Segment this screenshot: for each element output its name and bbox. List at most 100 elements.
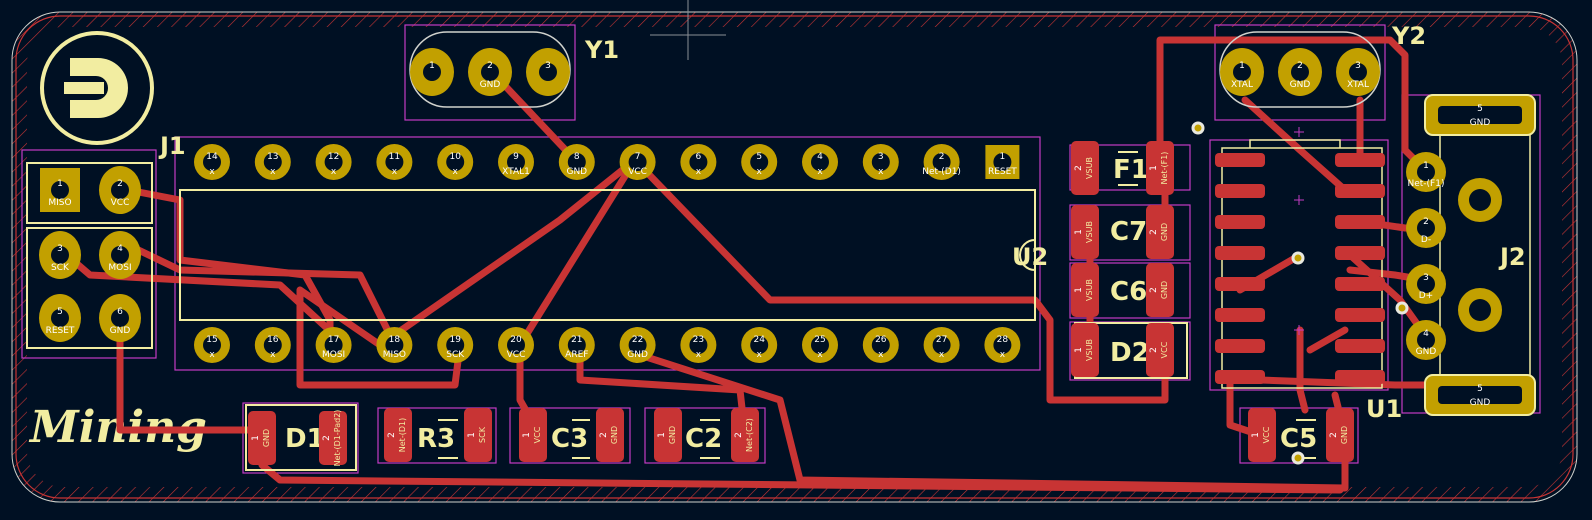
u2-pad-16[interactable]: 16x — [254, 327, 291, 363]
u1-pad-right[interactable] — [1335, 184, 1385, 198]
u2-pad-25[interactable]: 25x — [802, 327, 838, 363]
pad-number: 5 — [756, 152, 762, 162]
u2-pad-14[interactable]: 14x — [194, 144, 230, 180]
u2-pad-26[interactable]: 26 x — [862, 327, 899, 363]
ref-u1: U1 — [1366, 395, 1402, 423]
pad-net-label: x — [878, 350, 884, 360]
pad-number: 24 — [753, 335, 765, 345]
pad-number: 5 — [1477, 104, 1483, 114]
j2-pad-2[interactable]: 2D- — [1406, 208, 1446, 248]
pad-net-label: VCC — [533, 426, 542, 443]
u1-pad-right[interactable] — [1335, 308, 1385, 322]
u2-pad-12[interactable]: 12x — [315, 144, 352, 180]
u1-pad-left[interactable] — [1215, 277, 1265, 291]
ref-r3: R3 — [417, 424, 455, 454]
u1-pad-left[interactable] — [1215, 370, 1265, 384]
pad-net-label: x — [270, 167, 276, 177]
y1-pad-3[interactable]: 3 — [526, 48, 570, 96]
u1-pad-left[interactable] — [1215, 153, 1265, 167]
u2-pad-23[interactable]: 23x — [680, 327, 717, 363]
u2-pad-3[interactable]: 3x — [862, 144, 899, 180]
u1-pad-right[interactable] — [1335, 370, 1385, 384]
pad-number: 2 — [1074, 165, 1084, 171]
u2-pad-11[interactable]: 11x — [376, 144, 413, 180]
u1-pad-right[interactable] — [1335, 277, 1385, 291]
j2-pad-3[interactable]: 3D+ — [1406, 264, 1446, 304]
pad-number: 26 — [875, 335, 887, 345]
u2-pad-4[interactable]: 4x — [802, 144, 838, 180]
u1-pad-right[interactable] — [1335, 153, 1385, 167]
u1-pad-left[interactable] — [1215, 215, 1265, 229]
u2-pad-28[interactable]: 28x — [984, 327, 1021, 363]
y1-pad-1[interactable]: 1 — [410, 48, 454, 96]
u1-pad-right[interactable] — [1335, 246, 1385, 260]
u1-pad-left[interactable] — [1215, 308, 1265, 322]
u1-pad-right[interactable] — [1335, 339, 1385, 353]
pad-number: 2 — [1149, 287, 1159, 293]
u2-pad-13[interactable]: 13x — [254, 144, 291, 180]
u2-pad-6[interactable]: 6x — [680, 144, 717, 180]
u2-pad-15[interactable]: 15x — [194, 327, 230, 363]
u1-pad-left[interactable] — [1215, 246, 1265, 260]
u1-pad-left[interactable] — [1215, 339, 1265, 353]
pad-net-label: XTAL — [1231, 80, 1253, 90]
pad-net-label: x — [209, 350, 215, 360]
u2-pad-27[interactable]: 27x — [923, 327, 960, 363]
pad-number: 4 — [817, 152, 823, 162]
pad-net-label: GND — [1340, 426, 1349, 444]
u1-pad-left[interactable] — [1215, 184, 1265, 198]
u1-pad-right[interactable] — [1335, 215, 1385, 229]
pad-number: 2 — [1423, 217, 1429, 227]
pad-net-label: D- — [1421, 235, 1431, 245]
u2-pad-5[interactable]: 5x — [741, 144, 778, 180]
pad-number: 2 — [1149, 347, 1159, 353]
u2-pad-10[interactable]: 10x — [437, 144, 474, 180]
u2-pad-24[interactable]: 24x — [741, 327, 778, 363]
pad-net-label: GND — [610, 426, 619, 444]
